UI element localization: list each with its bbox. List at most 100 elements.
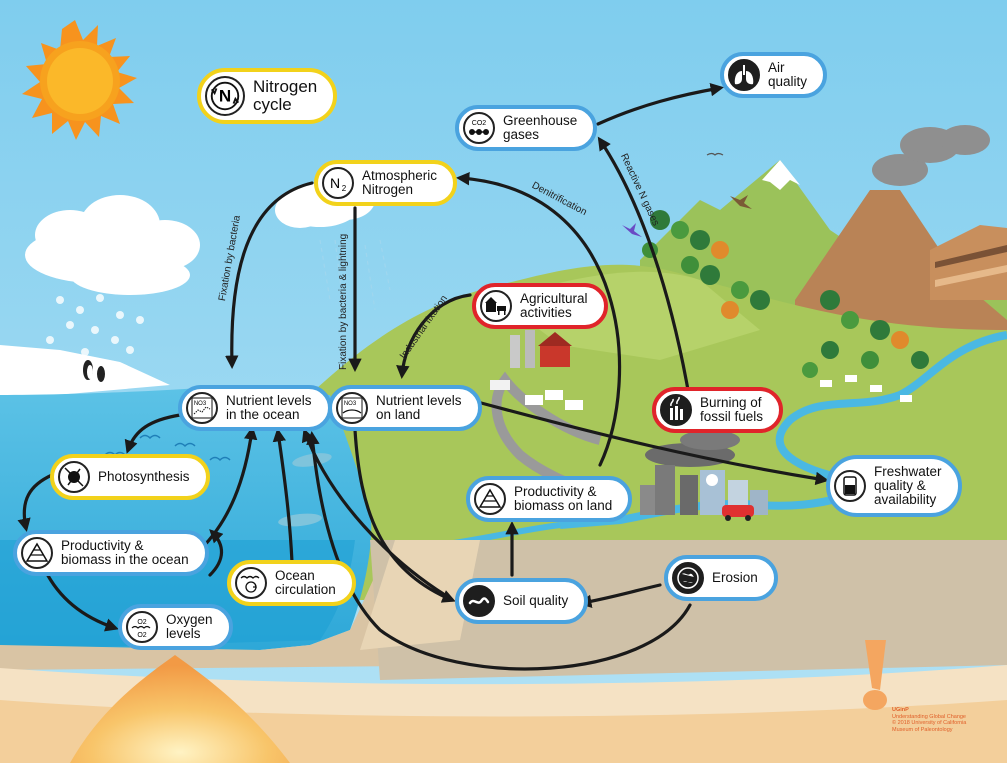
circulation-waves-icon — [235, 567, 267, 599]
credit-line1: Understanding Global Change — [892, 713, 966, 720]
arrow-erosion-to-soil — [578, 583, 662, 608]
soil-worm-icon — [463, 585, 495, 617]
arrow-ocean-to-photosynthesis — [124, 413, 182, 454]
credit-line3: Museum of Paleontology — [892, 726, 953, 733]
svg-text:N: N — [219, 87, 231, 106]
productivity-ocean-line1: Productivity & — [61, 538, 144, 553]
erosion-label: Erosion — [712, 570, 758, 585]
arrow-productivity-to-nutrient-ocean — [198, 426, 258, 552]
strata-cliff — [930, 225, 1007, 300]
credit-org: UGinP — [892, 707, 909, 713]
water-jar-icon — [834, 470, 866, 502]
barn-cow-icon — [480, 290, 512, 322]
svg-text:O2: O2 — [137, 619, 146, 626]
snowcap — [762, 160, 800, 190]
livestock — [820, 375, 912, 402]
arrow-reactive-n-gases — [597, 136, 690, 392]
cycle-arrows — [17, 83, 829, 671]
credit-block: UGinP Understanding Global Change © 2018… — [892, 707, 966, 733]
arrow-circulation-to-nutrient-ocean — [272, 428, 294, 564]
productivity-land-line1: Productivity & — [514, 484, 597, 499]
lungs-icon — [728, 59, 760, 91]
node-erosion: Erosion — [664, 555, 778, 601]
oxygen-levels-line1: Oxygen — [166, 612, 213, 627]
nitrogen-cycle-line1: Nitrogen — [253, 77, 318, 96]
no3-chart-icon: NO3 — [186, 392, 218, 424]
nitrogen-cycle-icon: N — [205, 76, 245, 116]
nutrient-ocean-line2: in the ocean — [226, 407, 300, 422]
freshwater-line1: Freshwater — [874, 464, 942, 479]
ocean-circulation-line1: Ocean — [275, 568, 315, 583]
air-quality-line2: quality — [768, 74, 808, 89]
penguins — [83, 360, 105, 382]
productivity-ocean-line2: biomass in the ocean — [61, 552, 189, 567]
edge-label-fixation-bacteria-lightning: Fixation by bacteria & lightning — [338, 233, 349, 370]
co2-molecule-icon: CO2 — [463, 112, 495, 144]
biomass-pyramid-land-icon — [474, 483, 506, 515]
factory-smoke-icon — [660, 394, 692, 426]
svg-text:O2: O2 — [137, 632, 146, 639]
svg-text:NO3: NO3 — [344, 401, 357, 407]
cloud-left — [25, 195, 200, 295]
phytoplankton-icon — [58, 461, 90, 493]
arrow-land-to-freshwater — [468, 398, 829, 486]
snowfall — [46, 294, 144, 356]
arrow-greenhouse-to-air — [596, 83, 724, 126]
forest — [642, 210, 929, 378]
burning-fossil-fuels-line2: fossil fuels — [700, 409, 764, 424]
node-soil-quality: Soil quality — [455, 578, 589, 624]
arrow-nutrient-land-to-soil — [353, 428, 456, 603]
atmospheric-nitrogen-line1: Atmospheric — [362, 168, 438, 183]
freshwater-line3: availability — [874, 492, 937, 507]
node-photosynthesis: Photosynthesis — [50, 454, 210, 500]
arrow-industrial-fixation — [396, 293, 472, 380]
nitrogen-cycle-line2: cycle — [253, 95, 292, 114]
node-productivity-ocean: Productivity &biomass in the ocean — [13, 530, 209, 576]
productivity-land-line2: biomass on land — [514, 498, 613, 513]
no3-soil-icon: NO3 — [336, 392, 368, 424]
magma-plume — [70, 655, 290, 763]
greenhouse-gases-line1: Greenhouse — [503, 113, 578, 128]
arrow-denitrification — [455, 171, 622, 467]
arrow-productivity-to-oxygen — [43, 568, 119, 632]
ocean-circulation-line2: circulation — [275, 582, 336, 597]
agricultural-activities-line2: activities — [520, 305, 572, 320]
svg-text:N: N — [330, 175, 340, 191]
greenhouse-gases-line2: gases — [503, 127, 540, 142]
birds — [622, 152, 752, 237]
globe-erosion-icon — [672, 562, 704, 594]
beach — [360, 540, 480, 650]
nutrient-land-line2: on land — [376, 407, 421, 422]
svg-text:NO3: NO3 — [194, 401, 207, 407]
nutrient-ocean-line1: Nutrient levels — [226, 393, 312, 408]
photosynthesis-label: Photosynthesis — [98, 469, 190, 484]
credit-line2: © 2018 University of California — [892, 720, 967, 726]
plume-right — [865, 640, 886, 690]
burning-fossil-fuels-line1: Burning of — [700, 395, 762, 410]
svg-text:2: 2 — [342, 184, 347, 193]
node-productivity-land: Productivity &biomass on land — [466, 476, 633, 522]
sun — [22, 20, 137, 140]
agricultural-activities-line1: Agricultural — [520, 291, 588, 306]
freshwater-line2: quality & — [874, 478, 926, 493]
air-quality-line1: Air — [768, 60, 785, 75]
nutrient-land-line1: Nutrient levels — [376, 393, 462, 408]
arrow-photosynthesis-to-productivity — [17, 473, 54, 532]
volcano-smoke — [872, 125, 990, 186]
atmospheric-nitrogen-line2: Nitrogen — [362, 182, 414, 197]
arrow-fixation-bacteria — [225, 181, 314, 370]
oxygen-levels-line2: levels — [166, 626, 201, 641]
svg-text:CO2: CO2 — [472, 120, 487, 127]
